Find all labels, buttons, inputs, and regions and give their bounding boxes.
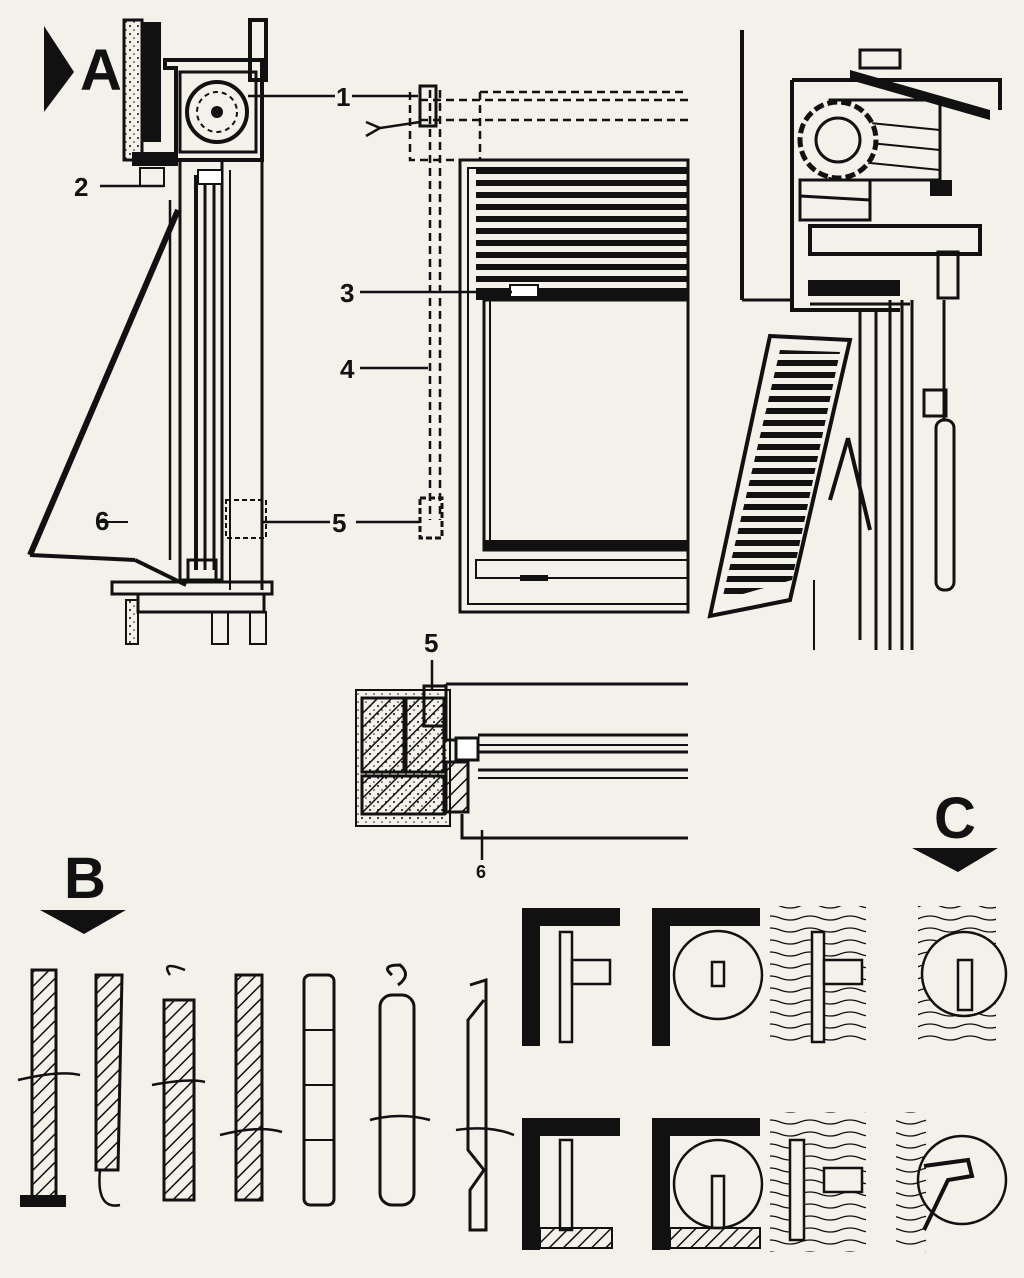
callout-6: 6	[95, 506, 109, 536]
box-detail-top-2	[652, 908, 764, 1046]
section-a-marker-arrow	[44, 26, 74, 112]
callout-1: 1	[336, 82, 350, 112]
section-a-vertical-section: A	[27, 18, 350, 645]
slat-profile-6	[369, 963, 431, 1207]
callout-5: 5	[332, 508, 346, 538]
perspective-roller	[797, 98, 942, 182]
roller-drum	[178, 70, 258, 154]
callout-4: 4	[340, 354, 355, 384]
fixing-detail-bottom	[896, 1112, 1008, 1252]
elevation-view: 3 4	[340, 84, 690, 614]
callout-6-plan: 6	[476, 862, 486, 882]
slat-profile-3	[151, 964, 206, 1202]
slat-profile-5	[302, 973, 336, 1207]
slat-profile-7	[455, 977, 515, 1232]
slat-profile-1	[17, 968, 81, 1207]
box-detail-bottom-2	[652, 1118, 764, 1250]
callout-3: 3	[340, 278, 354, 308]
section-c-marker-arrow	[912, 848, 998, 872]
roller-box-details	[522, 906, 866, 1252]
section-b-marker-arrow	[40, 910, 126, 934]
slat-profile-4	[219, 973, 283, 1202]
box-detail-top-3	[770, 906, 866, 1046]
box-detail-bottom-3	[770, 1112, 866, 1252]
section-c-label: C	[934, 786, 976, 851]
section-b-label: B	[64, 846, 106, 911]
section-a-label: A	[80, 38, 122, 103]
tilted-shutter	[707, 333, 853, 619]
section-b-slat-profiles: B	[17, 846, 515, 1232]
perspective-view	[707, 30, 1002, 650]
callout-5-plan: 5	[424, 628, 438, 658]
box-detail-top-1	[522, 908, 620, 1046]
box-detail-bottom-1	[522, 1118, 620, 1250]
fixing-detail-top	[918, 906, 1008, 1046]
slat-profile-2	[94, 973, 124, 1207]
shutter-slats	[476, 168, 688, 298]
section-c-fixings: C	[896, 786, 1008, 1252]
callout-2: 2	[74, 172, 88, 202]
plan-section: 5 6	[355, 628, 688, 882]
